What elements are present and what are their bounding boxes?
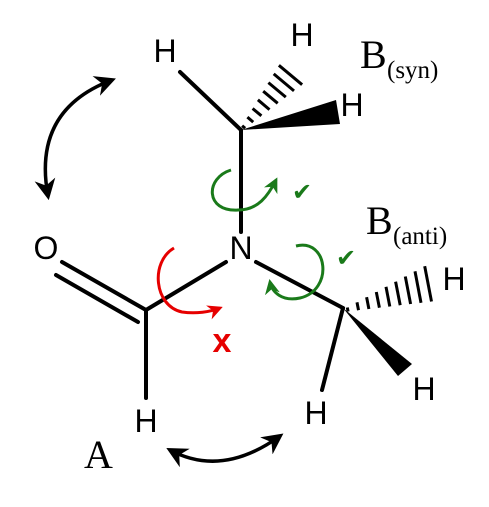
- label-a: A: [84, 432, 113, 477]
- rotation-arrow-cn: [156, 246, 223, 320]
- atom-h-anti-bottom-right: H: [412, 371, 435, 407]
- atom-h-syn-right: H: [340, 87, 363, 123]
- rotation-arrow-syn: [210, 168, 278, 212]
- bond-n-canti: [254, 260, 345, 310]
- wedge-bond-anti: [343, 308, 412, 376]
- check-mark-anti: ✔: [336, 245, 356, 272]
- cross-mark: x: [213, 322, 232, 360]
- hash-bond-syn: [241, 64, 304, 130]
- hash-bond-anti: [345, 265, 433, 312]
- label-b-syn: B: [360, 32, 387, 77]
- atom-nitrogen: N: [229, 230, 252, 266]
- bond-c-o-double-outer: [60, 260, 148, 312]
- bond-c-n: [144, 260, 228, 312]
- atom-h-formyl: H: [134, 403, 157, 439]
- exchange-arrow-bottom: [166, 433, 284, 468]
- label-b-anti-subscript: (anti): [393, 223, 447, 250]
- wedge-bond-syn: [241, 100, 340, 130]
- atom-h-anti-bottom: H: [304, 395, 327, 431]
- exchange-arrow-top-left: [34, 76, 116, 201]
- atom-h-anti-right: H: [442, 261, 465, 297]
- bond-c-o-double-inner: [54, 273, 140, 324]
- atom-oxygen: O: [34, 230, 59, 266]
- atom-h-syn-top-left: H: [153, 33, 176, 69]
- bond-csyn-h-topleft: [178, 70, 243, 132]
- bonds: [54, 70, 345, 400]
- rotation-arrow-anti: [265, 243, 325, 301]
- bond-canti-h-bottom: [320, 306, 345, 392]
- check-mark-syn: ✔: [292, 179, 312, 206]
- label-b-anti: B: [366, 198, 393, 243]
- atom-h-syn-top-right: H: [290, 17, 313, 53]
- label-b-syn-subscript: (syn): [387, 57, 438, 84]
